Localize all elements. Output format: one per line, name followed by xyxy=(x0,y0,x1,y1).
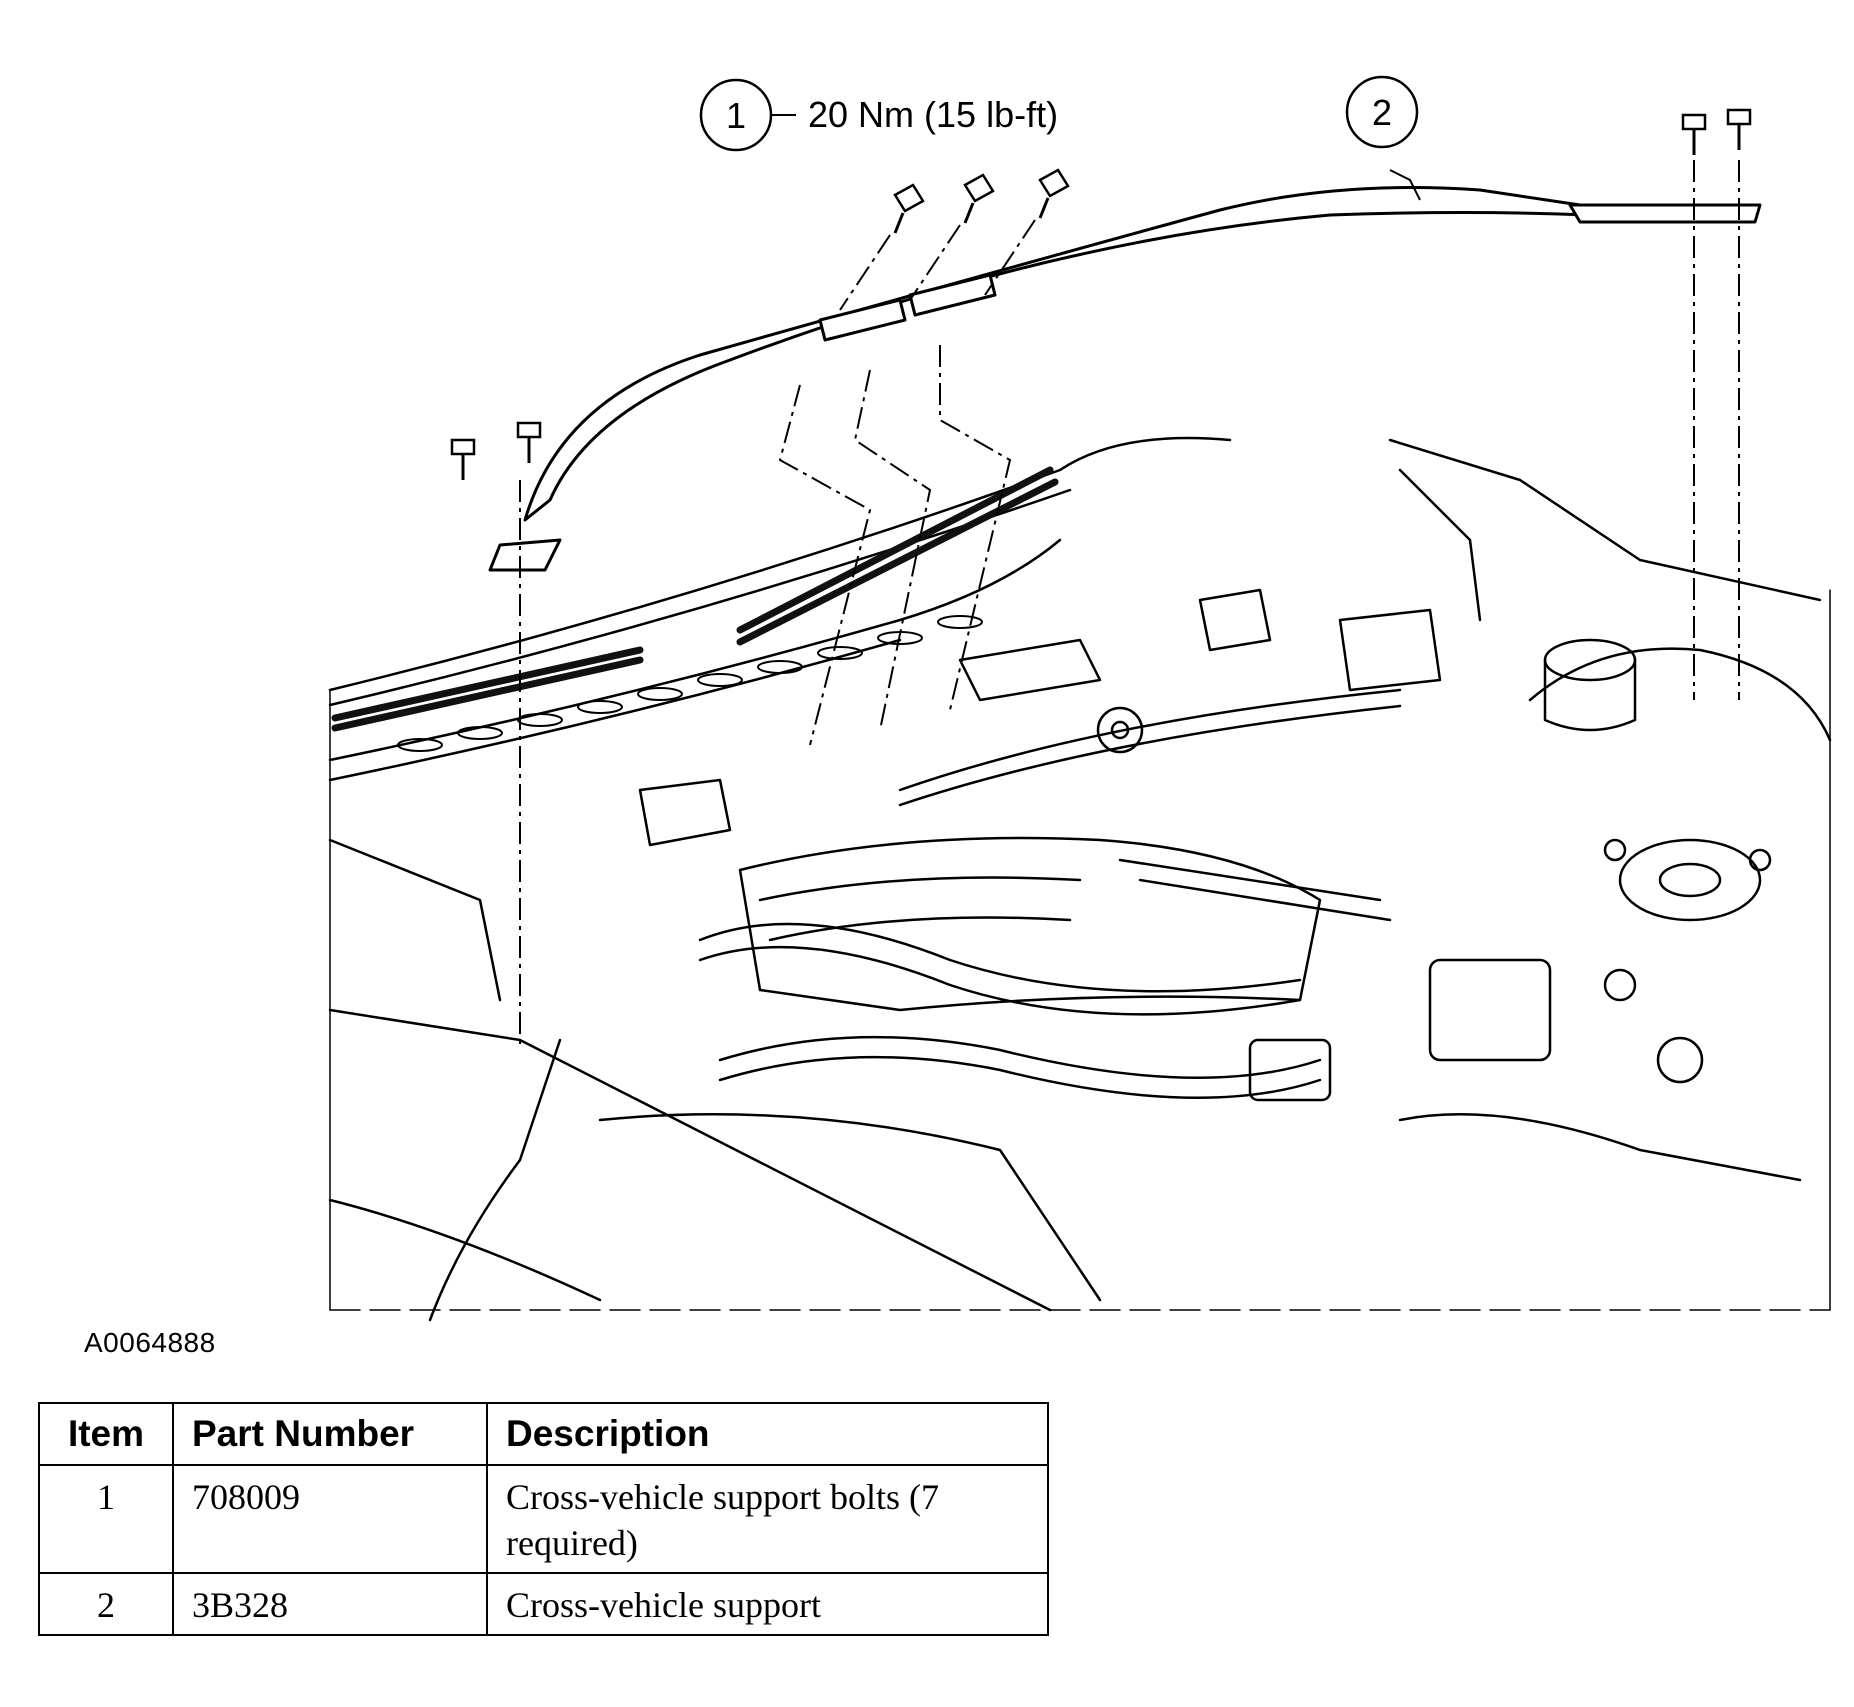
engine-bay-illustration: 1 20 Nm (15 lb-ft) 2 xyxy=(328,75,1832,1322)
header-part-number: Part Number xyxy=(172,1402,488,1466)
cell-description: Cross-vehicle support bolts (7 required) xyxy=(486,1464,1049,1574)
table-header-row: Item Part Number Description xyxy=(38,1402,1049,1466)
header-description: Description xyxy=(486,1402,1049,1466)
figure-id: A0064888 xyxy=(84,1327,216,1358)
cell-part-number: 3B328 xyxy=(172,1572,488,1636)
table-row: 1 708009 Cross-vehicle support bolts (7 … xyxy=(38,1464,1049,1574)
callout-2-number: 2 xyxy=(1372,92,1392,133)
parts-table: Item Part Number Description 1 708009 Cr… xyxy=(38,1402,1049,1636)
cell-item: 2 xyxy=(38,1572,174,1636)
torque-spec-label: 20 Nm (15 lb-ft) xyxy=(808,94,1058,135)
callout-1-number: 1 xyxy=(726,95,746,136)
cell-description: Cross-vehicle support xyxy=(486,1572,1049,1636)
table-row: 2 3B328 Cross-vehicle support xyxy=(38,1572,1049,1636)
callout-1: 1 xyxy=(699,78,773,152)
header-item: Item xyxy=(38,1402,174,1466)
cell-item: 1 xyxy=(38,1464,174,1574)
callout-2: 2 xyxy=(1345,75,1419,149)
cell-part-number: 708009 xyxy=(172,1464,488,1574)
